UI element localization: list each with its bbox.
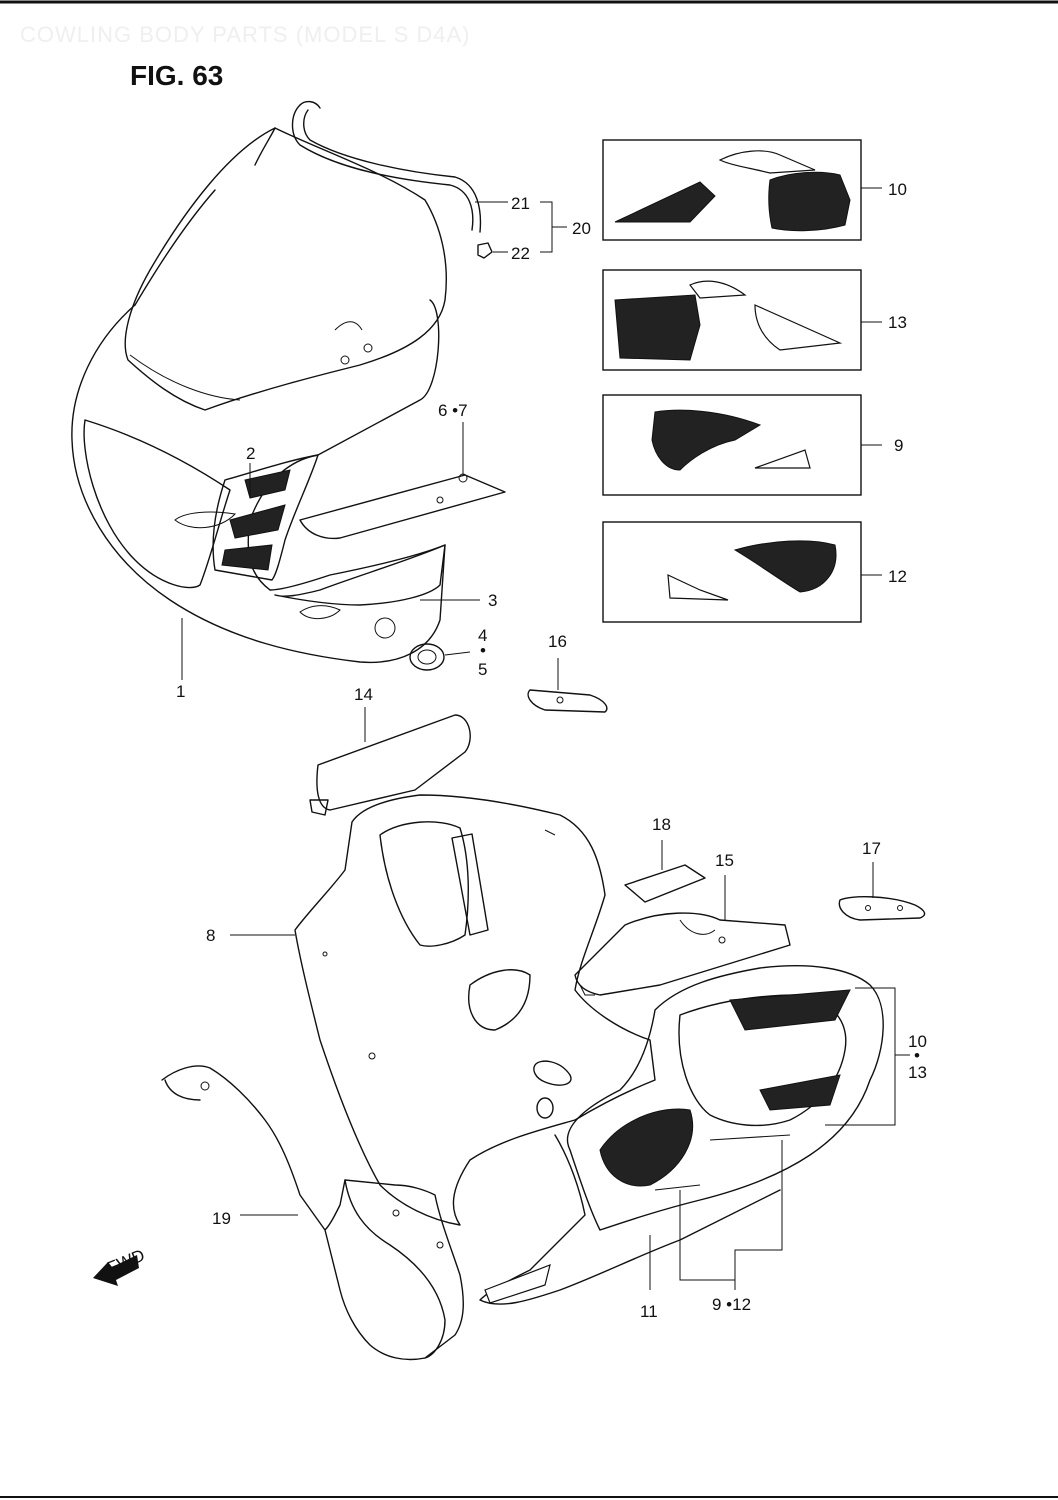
part-17 bbox=[838, 896, 926, 921]
decal-box-9 bbox=[602, 394, 862, 496]
callout-19: 19 bbox=[212, 1209, 231, 1228]
inner-panel-2 bbox=[212, 454, 319, 581]
part-16 bbox=[527, 689, 608, 713]
lower-cowling-19 bbox=[161, 1065, 464, 1361]
upper-cowling bbox=[71, 189, 446, 664]
callout-1: 1 bbox=[176, 682, 185, 701]
clip-22 bbox=[477, 242, 493, 259]
callout-10: 10 bbox=[888, 180, 907, 199]
callout-9-12: 9 •12 bbox=[712, 1295, 751, 1314]
windscreen bbox=[124, 127, 447, 411]
callout-4: 4 bbox=[478, 626, 487, 645]
callout-14: 14 bbox=[354, 685, 373, 704]
callout-10-lower: 10 bbox=[908, 1032, 927, 1051]
callout-17: 17 bbox=[862, 839, 881, 858]
callout-labels: 1 2 3 4 • 5 6 •7 8 9 10 11 12 13 14 15 1… bbox=[176, 180, 927, 1321]
callout-5: 5 bbox=[478, 660, 487, 679]
decal-box-12 bbox=[602, 521, 862, 623]
grommet-4-5 bbox=[409, 643, 445, 671]
side-cowling-8 bbox=[294, 794, 656, 1226]
callout-16: 16 bbox=[548, 632, 567, 651]
lower-cowling-right bbox=[479, 965, 884, 1305]
callout-12: 12 bbox=[888, 567, 907, 586]
callout-13: 13 bbox=[888, 313, 907, 332]
callout-10-13-dot: • bbox=[914, 1046, 920, 1065]
callout-21: 21 bbox=[511, 194, 530, 213]
callout-22: 22 bbox=[511, 244, 530, 263]
watermark-title: COWLING BODY PARTS (MODEL S D4A) bbox=[20, 22, 471, 47]
bracket-6-7 bbox=[299, 473, 506, 540]
callout-20: 20 bbox=[572, 219, 591, 238]
lower-panel-3 bbox=[274, 544, 446, 639]
cover-15 bbox=[574, 912, 791, 996]
callout-4-dot: • bbox=[480, 641, 486, 660]
callout-3: 3 bbox=[488, 591, 497, 610]
leader-lines bbox=[181, 187, 910, 1290]
callout-13-lower: 13 bbox=[908, 1063, 927, 1082]
callout-2: 2 bbox=[246, 444, 255, 463]
callout-15: 15 bbox=[715, 851, 734, 870]
callout-9: 9 bbox=[894, 436, 903, 455]
decal-box-13 bbox=[602, 269, 862, 371]
seal-pieces bbox=[533, 1060, 572, 1119]
callout-18: 18 bbox=[652, 815, 671, 834]
fwd-arrow-icon: FWD bbox=[93, 1246, 147, 1286]
inner-cover-14 bbox=[309, 714, 471, 816]
trim-strip-21 bbox=[291, 100, 482, 233]
decal-box-10 bbox=[602, 139, 862, 241]
callout-6-7: 6 •7 bbox=[438, 401, 468, 420]
callout-8: 8 bbox=[206, 926, 215, 945]
figure-title: FIG. 63 bbox=[130, 60, 224, 91]
pad-18 bbox=[624, 864, 706, 903]
callout-11: 11 bbox=[640, 1302, 658, 1321]
